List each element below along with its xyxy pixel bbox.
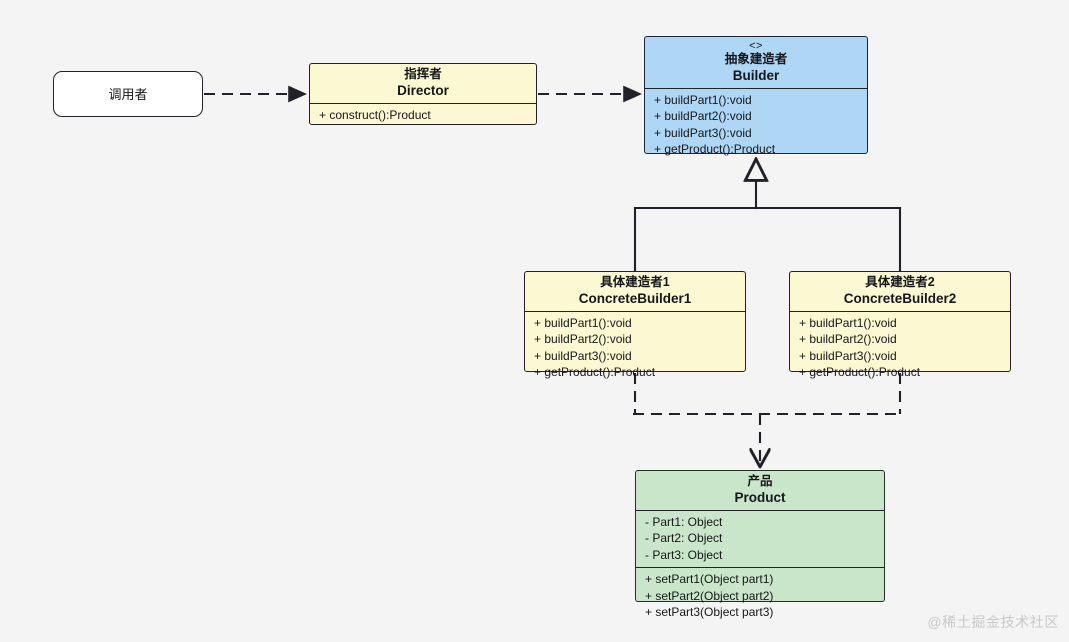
product-operation: + setPart2(Object part2) [645,588,774,603]
concrete-builder-2-header: 具体建造者2 ConcreteBuilder2 [790,272,1010,312]
concrete-builder-2-operation: + buildPart2():void [799,332,897,347]
builder-operation: + getProduct():Product [654,142,776,157]
concrete-builder-2-operation: + getProduct():Product [799,365,921,380]
director-name-en: Director [397,83,449,98]
product-operation: + setPart3(Object part3) [645,605,774,620]
product-name-cn: 产品 [747,474,773,488]
class-node-concrete-builder-1[interactable]: 具体建造者1 ConcreteBuilder1 + buildPart1():v… [524,271,746,379]
concrete-builder-1-operation: + buildPart1():void [534,316,632,330]
builder-operation: + buildPart2():void [654,109,752,124]
caller-name-cn: 调用者 [108,86,148,102]
builder-operation: + buildPart3():void [654,125,752,140]
product-attribute: - Part2: Object [645,531,723,546]
class-node-caller[interactable]: 调用者 [53,71,203,117]
product-operations: + setPart1(Object part1) + setPart2(Obje… [636,567,884,624]
edge-generalization-tree [633,159,902,272]
director-operations: + construct():Product [310,104,536,127]
product-attribute: - Part1: Object [645,515,723,529]
concrete-builder-1-name-cn: 具体建造者1 [600,275,670,289]
concrete-builder-1-operations: + buildPart1():void + buildPart2():void … [525,312,745,385]
director-name-cn: 指挥者 [404,67,442,81]
concrete-builder-1-name-en: ConcreteBuilder1 [578,291,692,306]
concrete-builder-1-header: 具体建造者1 ConcreteBuilder1 [525,272,745,312]
product-name-en: Product [734,490,786,505]
concrete-builder-2-operation: + buildPart3():void [799,348,897,363]
product-header: 产品 Product [636,471,884,511]
edge-dependency-to-product [633,373,902,466]
builder-operation: + buildPart1():void [654,93,752,107]
concrete-builder-2-operations: + buildPart1():void + buildPart2():void … [790,312,1010,385]
class-node-builder[interactable]: <> 抽象建造者 Builder + buildPart1():void + b… [644,36,868,156]
builder-header: <> 抽象建造者 Builder [645,37,867,89]
class-node-director[interactable]: 指挥者 Director + construct():Product [309,63,537,125]
class-node-concrete-builder-2[interactable]: 具体建造者2 ConcreteBuilder2 + buildPart1():v… [789,271,1011,379]
product-attributes: - Part1: Object - Part2: Object - Part3:… [636,511,884,567]
builder-operations: + buildPart1():void + buildPart2():void … [645,89,867,162]
director-header: 指挥者 Director [310,64,536,104]
concrete-builder-2-operation: + buildPart1():void [799,316,897,330]
builder-stereotype-icon: <> [749,40,763,52]
director-operation: + construct():Product [319,108,431,122]
concrete-builder-2-name-en: ConcreteBuilder2 [843,291,957,306]
product-attribute: - Part3: Object [645,547,723,562]
product-operation: + setPart1(Object part1) [645,572,774,587]
concrete-builder-2-name-cn: 具体建造者2 [865,275,935,289]
concrete-builder-1-operation: + getProduct():Product [534,365,656,380]
builder-name-en: Builder [732,68,780,83]
watermark: @稀土掘金技术社区 [927,614,1059,630]
builder-name-cn: 抽象建造者 [724,52,788,66]
concrete-builder-1-operation: + buildPart3():void [534,348,632,363]
class-node-product[interactable]: 产品 Product - Part1: Object - Part2: Obje… [635,470,885,619]
concrete-builder-1-operation: + buildPart2():void [534,332,632,347]
